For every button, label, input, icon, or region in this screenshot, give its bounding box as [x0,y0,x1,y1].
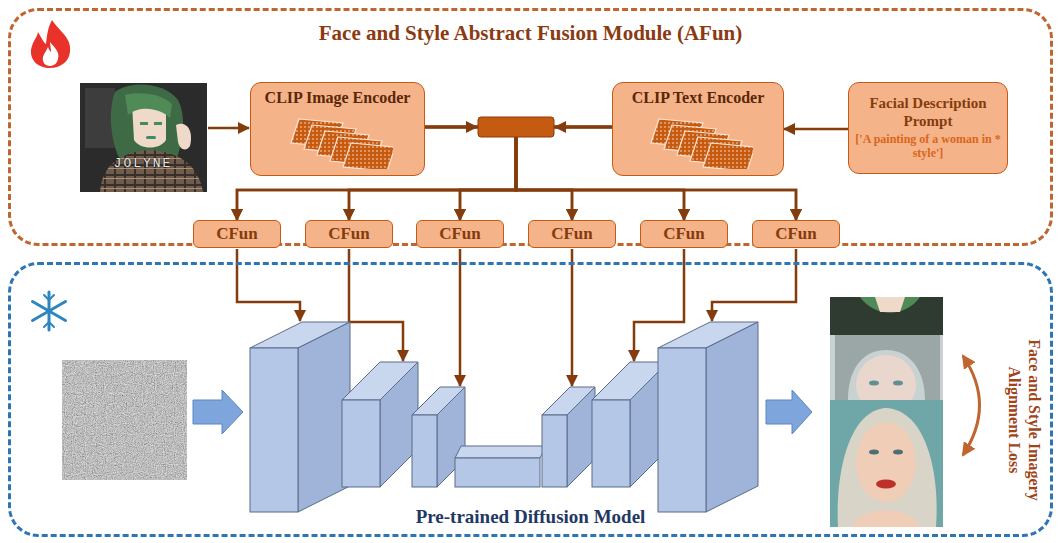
filter-stack-icon [643,117,753,169]
flow-arrow [193,390,243,434]
fusion-block [478,117,554,137]
module-band: Face and Style Abstract Fusion Module (A… [8,8,1053,246]
fire-icon [31,20,70,68]
image-caption-text-holder: JOLYNE [90,156,196,174]
node-title: Face and Style Abstract Fusion Module (A… [319,21,743,46]
fusion-block-box: CFun [305,220,393,248]
fusion-block-box: CFun [416,220,504,248]
image-caption-text: JOLYNE [90,156,196,171]
flow-arrow [766,390,812,434]
noise-image [62,360,187,480]
fusion-block-box: CFun [528,220,616,248]
node-title: CFun [439,224,481,244]
connector-arrow [784,128,848,131]
alignment-arrow [963,356,980,455]
connector-arrow [460,127,612,220]
node-title: CLIP Text Encoder [632,89,764,107]
output-images [830,297,943,527]
connector-arrow [516,127,612,220]
node-title: Pre-trained Diffusion Model [416,506,646,528]
model-band: Pre-trained Diffusion Model [8,262,1053,537]
input-arrow [208,127,249,130]
node-title: CLIP Image Encoder [265,89,411,107]
filter-stack-icon [283,117,393,169]
style-reference-image [80,83,207,192]
node-title: CFun [551,224,593,244]
unet-block [250,322,758,512]
node-body: ['A painting of a woman in * style'] [855,132,1001,161]
arrow-head [554,121,566,133]
connector-arrow [425,127,572,220]
fusion-block-box: CFun [752,220,840,248]
encoder-box: CLIP Image Encoder [250,82,425,176]
node-title: CFun [775,224,817,244]
fusion-block-box: CFun [640,220,728,248]
fusion-block-box: CFun [193,220,281,248]
node-title: CFun [328,224,370,244]
node-title: CFun [663,224,705,244]
encoder-box: CLIP Text Encoder [612,82,784,176]
loss-label-holder: Face and Style Imagery Alignment Loss [1000,310,1044,530]
snowflake-icon [33,292,66,330]
node-title: CFun [216,224,258,244]
loss-label: Face and Style Imagery Alignment Loss [1004,310,1044,530]
node-title: Facial Description Prompt [855,95,1001,130]
prompt-box: Facial Description Prompt['A painting of… [848,82,1008,174]
arrow-head [466,121,478,133]
connector-arrow [425,127,516,220]
